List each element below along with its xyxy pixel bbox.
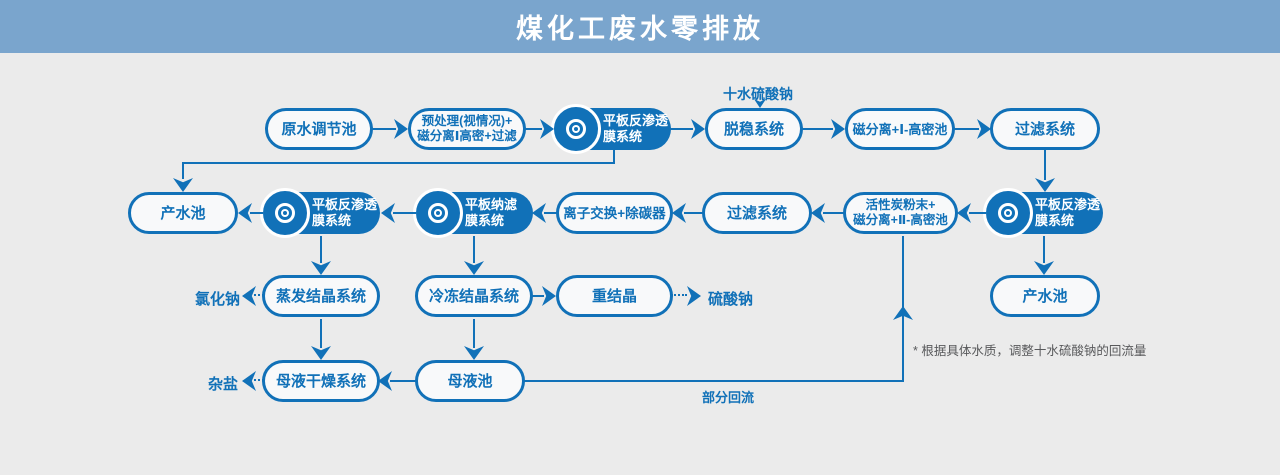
- reflux-line-horizontal: [524, 380, 904, 382]
- arrow-shaft-dotted: [671, 294, 687, 296]
- node-label: 产水池: [1022, 287, 1068, 305]
- arrow-shaft: [182, 162, 184, 179]
- arrow-shaft: [524, 128, 542, 130]
- node-label: 平板纳滤: [465, 197, 518, 212]
- arrowhead-right: [542, 286, 556, 306]
- arrowhead-left: [242, 286, 256, 306]
- arrow-shaft: [393, 212, 416, 214]
- arrow-shaft: [669, 128, 693, 130]
- node-activated-carbon-mag-sep-2: 活性炭粉末+ 磁分离+Ⅱ-高密池: [843, 192, 958, 234]
- node-label: 预处理(视情况)+: [421, 114, 513, 128]
- node-label: 活性炭粉末+: [865, 198, 936, 212]
- node-label: 脱稳系统: [723, 120, 784, 138]
- node-filter-system-2: 过滤系统: [702, 192, 812, 234]
- arrow-shaft: [1043, 236, 1045, 263]
- membrane-disc-icon: [260, 188, 310, 238]
- node-label: 重结晶: [591, 287, 637, 305]
- membrane-disc-icon: [983, 188, 1033, 238]
- membrane-disc-icon: [413, 188, 463, 238]
- node-recrystallizer: 重结晶: [556, 275, 673, 317]
- node-filter-system-1: 过滤系统: [990, 108, 1100, 150]
- arrowhead-down: [173, 178, 193, 192]
- membrane-disc-icon: [551, 104, 601, 154]
- arrowhead-right: [691, 119, 705, 139]
- arrowhead-right: [831, 119, 845, 139]
- node-label: 膜系统: [312, 213, 352, 228]
- arrowhead-right: [394, 119, 408, 139]
- arrow-shaft: [182, 162, 615, 164]
- arrow-shaft: [969, 212, 986, 214]
- arrow-shaft: [823, 212, 844, 214]
- arrow-shaft: [390, 380, 417, 382]
- label-footnote: * 根据具体水质，调整十水硫酸钠的回流量: [913, 344, 1147, 358]
- arrowhead-down: [464, 346, 484, 360]
- node-label: 母液池: [447, 372, 493, 390]
- title-banner: 煤化工废水零排放: [0, 0, 1280, 53]
- node-destabilization: 脱稳系统: [705, 108, 803, 150]
- node-label: 母液干燥系统: [275, 372, 366, 390]
- node-label: 蒸发结晶系统: [275, 287, 366, 305]
- arrow-shaft: [473, 236, 475, 263]
- arrowhead-right: [977, 119, 991, 139]
- node-label: 平板反渗透: [1035, 197, 1101, 212]
- node-label: 膜系统: [603, 129, 643, 144]
- node-label: 过滤系统: [726, 204, 787, 222]
- node-label: 产水池: [160, 204, 206, 222]
- page-title: 煤化工废水零排放: [516, 14, 764, 44]
- node-flat-ro-membrane-2: 平板反渗透 膜系统: [260, 188, 380, 238]
- arrowhead-down: [464, 261, 484, 275]
- node-label: 原水调节池: [281, 120, 357, 138]
- arrowhead-down-small: [754, 99, 766, 108]
- node-label: 磁分离+Ⅰ-高密池: [852, 121, 948, 137]
- arrow-shaft: [953, 128, 979, 130]
- node-product-water-tank-right: 产水池: [990, 275, 1100, 317]
- node-mother-liquor-dryer: 母液干燥系统: [262, 360, 380, 402]
- node-product-water-tank-left: 产水池: [128, 192, 238, 234]
- arrowhead-down: [1034, 261, 1054, 275]
- arrow-shaft: [473, 319, 475, 348]
- arrow-shaft-dotted: [254, 294, 264, 296]
- node-pretreatment: 预处理(视情况)+ 磁分离Ⅰ高密+过滤: [408, 108, 526, 150]
- node-label: 冷冻结晶系统: [428, 287, 519, 305]
- arrow-shaft: [544, 212, 557, 214]
- node-mag-sep-1-high-density: 磁分离+Ⅰ-高密池: [845, 108, 955, 150]
- arrow-shaft: [801, 128, 833, 130]
- arrow-shaft: [320, 236, 322, 263]
- label-mixed-salt: 杂盐: [207, 376, 238, 393]
- node-label: 膜系统: [1035, 213, 1075, 228]
- node-ion-exchange-decarbonizer: 离子交换+除碳器: [556, 192, 673, 234]
- node-mother-liquor-tank: 母液池: [415, 360, 525, 402]
- arrow-shaft: [250, 212, 263, 214]
- arrowhead-left: [242, 371, 256, 391]
- node-label: 膜系统: [465, 213, 505, 228]
- arrowhead-down: [311, 346, 331, 360]
- arrow-shaft: [320, 319, 322, 348]
- node-label: 平板反渗透: [603, 113, 669, 128]
- node-label: 离子交换+除碳器: [563, 205, 666, 221]
- arrow-shaft: [1044, 150, 1046, 180]
- arrowhead-right: [687, 286, 701, 306]
- node-raw-water-tank: 原水调节池: [265, 108, 373, 150]
- node-freeze-crystallizer: 冷冻结晶系统: [415, 275, 533, 317]
- arrowhead-down: [1035, 178, 1055, 192]
- node-evaporation-crystallizer: 蒸发结晶系统: [262, 275, 380, 317]
- arrowhead-down: [311, 261, 331, 275]
- node-label: 平板反渗透: [312, 197, 378, 212]
- label-partial-reflux: 部分回流: [701, 390, 755, 405]
- arrow-shaft: [531, 295, 544, 297]
- node-flat-ro-membrane-3: 平板反渗透 膜系统: [983, 188, 1103, 238]
- arrow-shaft: [613, 150, 615, 164]
- node-label: 磁分离+Ⅱ-高密池: [853, 213, 948, 227]
- label-sodium-chloride: 氯化钠: [194, 291, 240, 308]
- arrow-shaft-dotted: [254, 379, 264, 381]
- label-sodium-sulfate-decahydrate: 十水硫酸钠: [723, 86, 793, 102]
- node-label: 过滤系统: [1014, 120, 1075, 138]
- label-sodium-sulfate: 硫酸钠: [708, 291, 754, 308]
- node-flat-ro-membrane-1: 平板反渗透 膜系统: [551, 104, 671, 154]
- node-flat-nf-membrane: 平板纳滤 膜系统: [413, 188, 533, 238]
- arrow-shaft: [684, 212, 703, 214]
- arrow-shaft: [372, 128, 396, 130]
- node-label: 磁分离Ⅰ高密+过滤: [417, 129, 517, 143]
